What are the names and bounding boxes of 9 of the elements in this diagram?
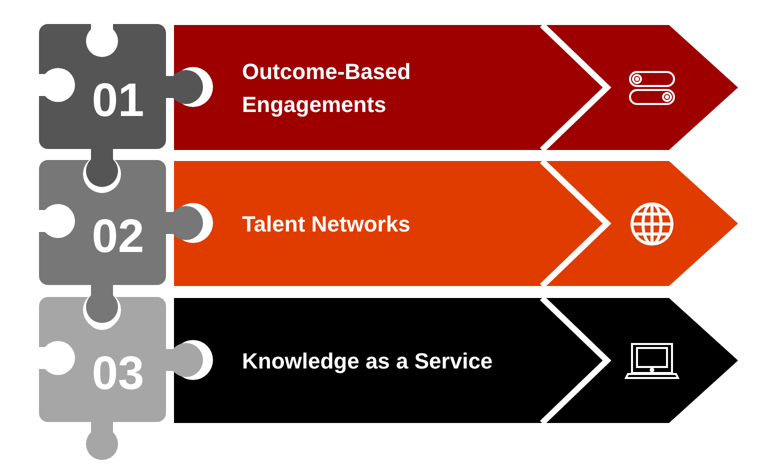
banner-title: Talent Networks (242, 210, 410, 238)
banner-title: Outcome-Based Engagements (242, 58, 412, 119)
step-number: 03 (90, 347, 146, 399)
banner-title: Knowledge as a Service (242, 347, 493, 376)
chevron-banner (174, 25, 738, 150)
step-number: 02 (90, 210, 146, 262)
step-number: 01 (90, 74, 146, 126)
chevron-banner (174, 161, 738, 286)
chevron-banner (174, 298, 738, 423)
